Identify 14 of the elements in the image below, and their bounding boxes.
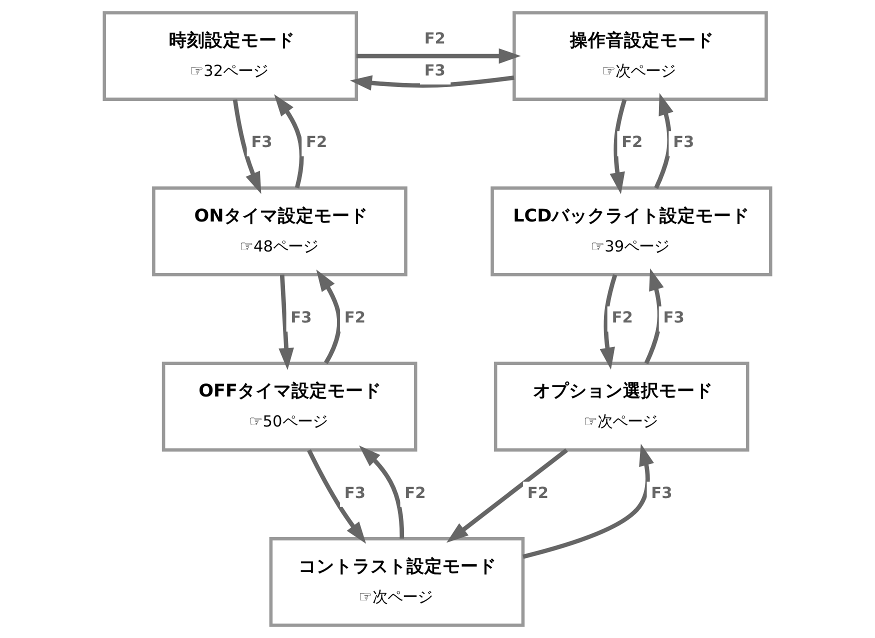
- edge-label: F2: [404, 484, 426, 502]
- edge-label: F3: [651, 484, 672, 502]
- edge-label: F2: [527, 484, 548, 502]
- edge-label: F3: [251, 133, 272, 152]
- edge-label: F2: [612, 308, 633, 327]
- edge-label: F2: [344, 308, 366, 327]
- edge-label: F2: [622, 133, 643, 152]
- edge-label: F3: [290, 308, 312, 327]
- edge-label: F2: [306, 133, 328, 152]
- edge-label: F3: [663, 308, 684, 327]
- edge-label: F3: [673, 133, 694, 152]
- edge-label: F2: [424, 30, 446, 48]
- edge-label: F3: [344, 484, 366, 502]
- edge-label: F3: [424, 61, 446, 80]
